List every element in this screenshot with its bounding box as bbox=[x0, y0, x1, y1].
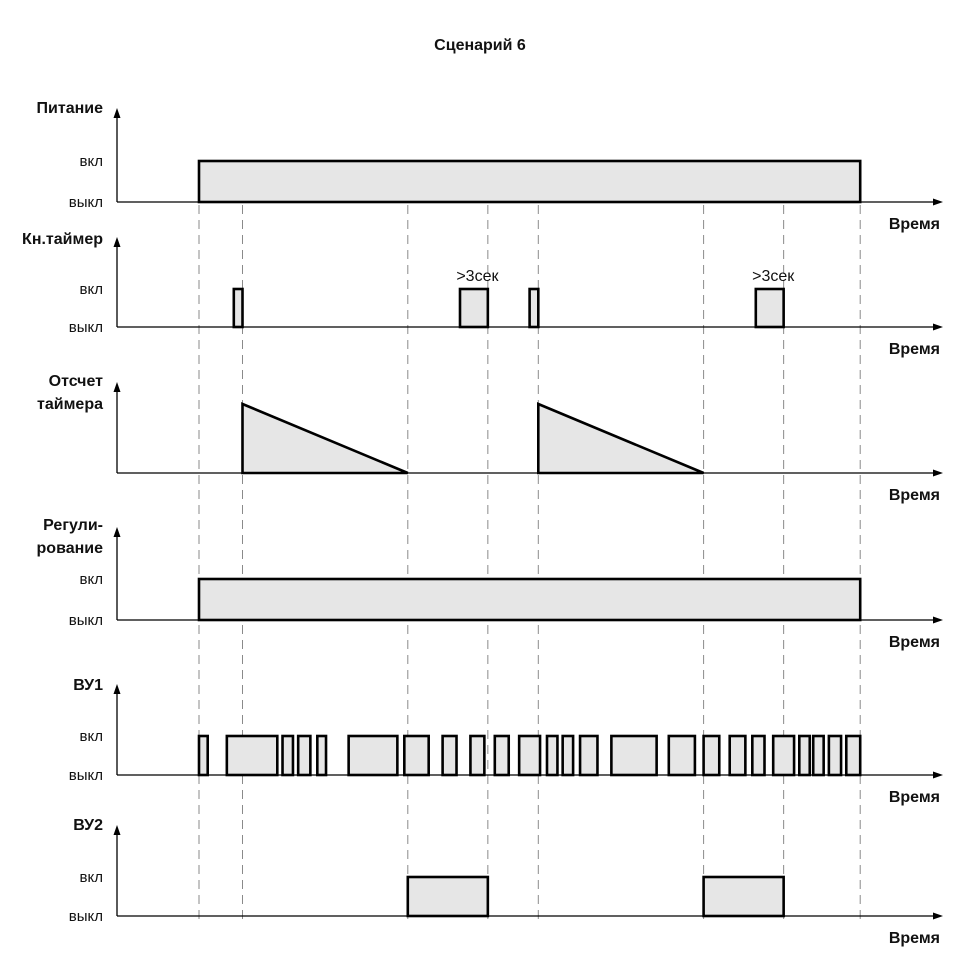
time-axis-arrow bbox=[933, 198, 943, 206]
signal-pulse bbox=[811, 734, 825, 777]
signal-pulse bbox=[827, 734, 843, 777]
signal-pulse bbox=[754, 287, 785, 329]
signal-pulse bbox=[403, 734, 430, 777]
signal-pulse bbox=[441, 734, 458, 777]
signal-pulse bbox=[517, 734, 542, 777]
time-axis-label: Время bbox=[889, 487, 940, 504]
signal-pulse bbox=[751, 734, 766, 777]
state-on-label: вкл bbox=[80, 153, 103, 170]
signal-pulse bbox=[702, 875, 785, 918]
y-axis-arrow bbox=[113, 527, 121, 537]
signal-pulse bbox=[797, 734, 812, 777]
signal-label: ВУ1 bbox=[73, 677, 103, 694]
time-axis-label: Время bbox=[889, 930, 940, 947]
signal-pulse bbox=[316, 734, 328, 777]
y-axis-arrow bbox=[113, 825, 121, 835]
time-axis-label: Время bbox=[889, 634, 940, 651]
signal-label: Кн.таймер bbox=[22, 231, 103, 248]
signal-label: ВУ2 bbox=[73, 817, 103, 834]
state-on-label: вкл bbox=[80, 571, 103, 588]
time-axis-arrow bbox=[933, 771, 943, 779]
state-off-label: выкл bbox=[69, 908, 103, 925]
timer-ramp bbox=[241, 402, 409, 475]
signal-pulse bbox=[493, 734, 511, 777]
signal-pulse bbox=[347, 734, 399, 777]
signal-pulse bbox=[528, 287, 540, 329]
time-axis-arrow bbox=[933, 323, 943, 331]
signal-pulse bbox=[610, 734, 658, 777]
state-off-label: выкл bbox=[69, 767, 103, 784]
signal-pulse bbox=[561, 734, 575, 777]
signal-pulse bbox=[296, 734, 312, 777]
signal-pulse bbox=[281, 734, 295, 777]
signal-pulse bbox=[197, 577, 862, 622]
signal-pulse bbox=[667, 734, 697, 777]
signal-label: Питание bbox=[37, 100, 104, 117]
signal-pulse bbox=[406, 875, 490, 918]
duration-note: >3сек bbox=[752, 268, 795, 285]
state-on-label: вкл bbox=[80, 281, 103, 298]
signal-pulse bbox=[197, 734, 209, 777]
signal-pulse bbox=[545, 734, 559, 777]
diagram-title: Сценарий 6 bbox=[434, 37, 526, 54]
time-axis-arrow bbox=[933, 912, 943, 920]
signal-pulse bbox=[578, 734, 599, 777]
y-axis-arrow bbox=[113, 108, 121, 118]
state-off-label: выкл bbox=[69, 612, 103, 629]
time-axis-label: Время bbox=[889, 216, 940, 233]
signal-pulse bbox=[844, 734, 862, 777]
time-axis-label: Время bbox=[889, 789, 940, 806]
time-axis-label: Время bbox=[889, 341, 940, 358]
state-on-label: вкл bbox=[80, 869, 103, 886]
time-axis-arrow bbox=[933, 616, 943, 624]
state-off-label: выкл bbox=[69, 319, 103, 336]
time-axis-arrow bbox=[933, 469, 943, 477]
signal-pulse bbox=[232, 287, 244, 329]
y-axis-arrow bbox=[113, 684, 121, 694]
signal-pulse bbox=[469, 734, 486, 777]
state-off-label: выкл bbox=[69, 194, 103, 211]
signal-pulse bbox=[458, 287, 490, 329]
signal-pulse bbox=[728, 734, 747, 777]
y-axis-arrow bbox=[113, 382, 121, 392]
timer-ramp bbox=[537, 402, 705, 475]
signal-pulse bbox=[225, 734, 279, 777]
signal-label: рование bbox=[37, 540, 104, 557]
signal-label: таймера bbox=[37, 396, 103, 413]
y-axis-arrow bbox=[113, 237, 121, 247]
signal-pulse bbox=[197, 159, 862, 204]
signal-pulse bbox=[702, 734, 721, 777]
duration-note: >3сек bbox=[456, 268, 499, 285]
signal-pulse bbox=[771, 734, 796, 777]
signal-label: Отсчет bbox=[49, 373, 104, 390]
signal-rows: ПитаниевклвыклВремяКн.таймервклвыкл>3сек… bbox=[22, 100, 943, 947]
signal-label: Регули- bbox=[43, 517, 103, 534]
state-on-label: вкл bbox=[80, 728, 103, 745]
